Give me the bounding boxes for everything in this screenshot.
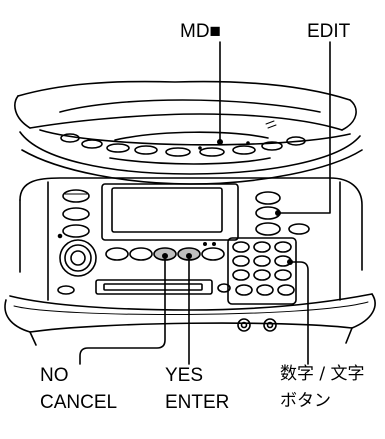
left-side-buttons [62, 189, 90, 238]
lid-outline [14, 80, 363, 185]
yes-label: YES [165, 365, 204, 386]
rear-jacks [237, 318, 277, 332]
jog-dial [57, 233, 97, 277]
numeric-keypad [227, 237, 297, 305]
lid-buttons [60, 120, 306, 165]
main-body [19, 177, 363, 301]
cassette-slot [57, 279, 231, 295]
no-label: NO [40, 365, 69, 386]
callout-lines [79, 41, 331, 365]
cancel-label: CANCEL [40, 392, 118, 413]
base-outline [4, 293, 376, 346]
number-text-buttons-label-line2: ボタン [280, 391, 331, 411]
md-stop-label: MD■ [180, 21, 222, 42]
number-text-buttons-label: 数字 / 文字 [280, 364, 365, 384]
edit-label: EDIT [307, 21, 351, 42]
right-side-buttons [255, 191, 310, 236]
display-panel [101, 183, 239, 241]
enter-label: ENTER [165, 392, 230, 413]
